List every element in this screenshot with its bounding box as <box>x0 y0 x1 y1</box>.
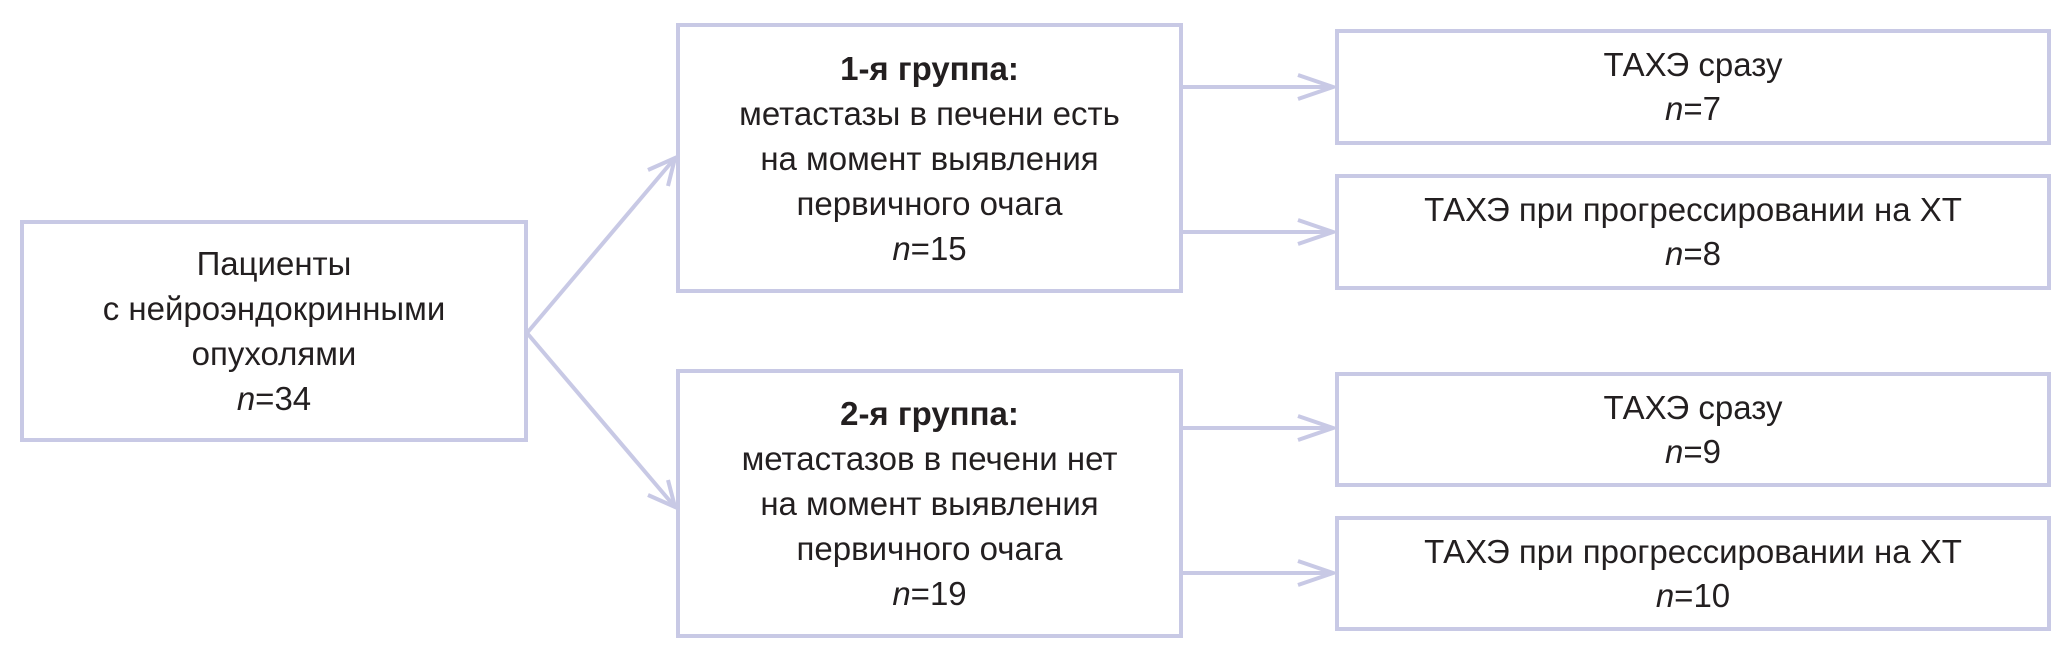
arrow-root-to-group2 <box>525 331 678 511</box>
arrow-group1-to-immediate <box>1183 73 1340 101</box>
group1-progression-node: ТАХЭ при прогрессировании на ХТ n=8 <box>1335 174 2051 290</box>
group1-title: 1-я группа: <box>840 49 1019 87</box>
root-line: с нейроэндокринными <box>102 290 446 327</box>
group2-line: метастазов в печени нет <box>741 440 1118 477</box>
group2-immediate-node: ТАХЭ сразу n=9 <box>1335 372 2051 487</box>
branch-label: ТАХЭ сразу <box>1603 388 1783 426</box>
branch-count: n=8 <box>1665 235 1721 272</box>
group2-line: на момент выявления <box>760 485 1099 522</box>
group2-count: n=19 <box>892 575 967 612</box>
branch-label: ТАХЭ при прогрессировании на ХТ <box>1424 532 1962 570</box>
root-line: опухолями <box>191 335 357 372</box>
arrow-group1-to-progression <box>1183 218 1340 246</box>
group1-line: на момент выявления <box>760 139 1099 177</box>
root-line: Пациенты <box>196 245 352 282</box>
branch-count: n=7 <box>1665 90 1721 127</box>
root-node-patients: Пациенты с нейроэндокринными опухолями n… <box>20 220 528 442</box>
group1-line: первичного очага <box>796 184 1063 222</box>
group2-progression-node: ТАХЭ при прогрессировании на ХТ n=10 <box>1335 516 2051 631</box>
root-count: n=34 <box>236 380 312 417</box>
branch-label: ТАХЭ сразу <box>1603 46 1783 83</box>
group1-node: 1-я группа: метастазы в печени есть на м… <box>676 23 1183 293</box>
branch-count: n=10 <box>1655 576 1731 614</box>
arrow-root-to-group1 <box>525 154 678 335</box>
group2-title: 2-я группа: <box>840 395 1019 432</box>
group1-immediate-node: ТАХЭ сразу n=7 <box>1335 29 2051 145</box>
arrow-group2-to-progression <box>1183 559 1340 587</box>
group2-node: 2-я группа: метастазов в печени нет на м… <box>676 369 1183 638</box>
arrow-group2-to-immediate <box>1183 414 1340 442</box>
branch-label: ТАХЭ при прогрессировании на ХТ <box>1424 191 1962 228</box>
branch-count: n=9 <box>1665 432 1721 470</box>
group2-line: первичного очага <box>796 530 1063 567</box>
group1-count: n=15 <box>892 229 967 267</box>
group1-line: метастазы в печени есть <box>739 94 1120 132</box>
